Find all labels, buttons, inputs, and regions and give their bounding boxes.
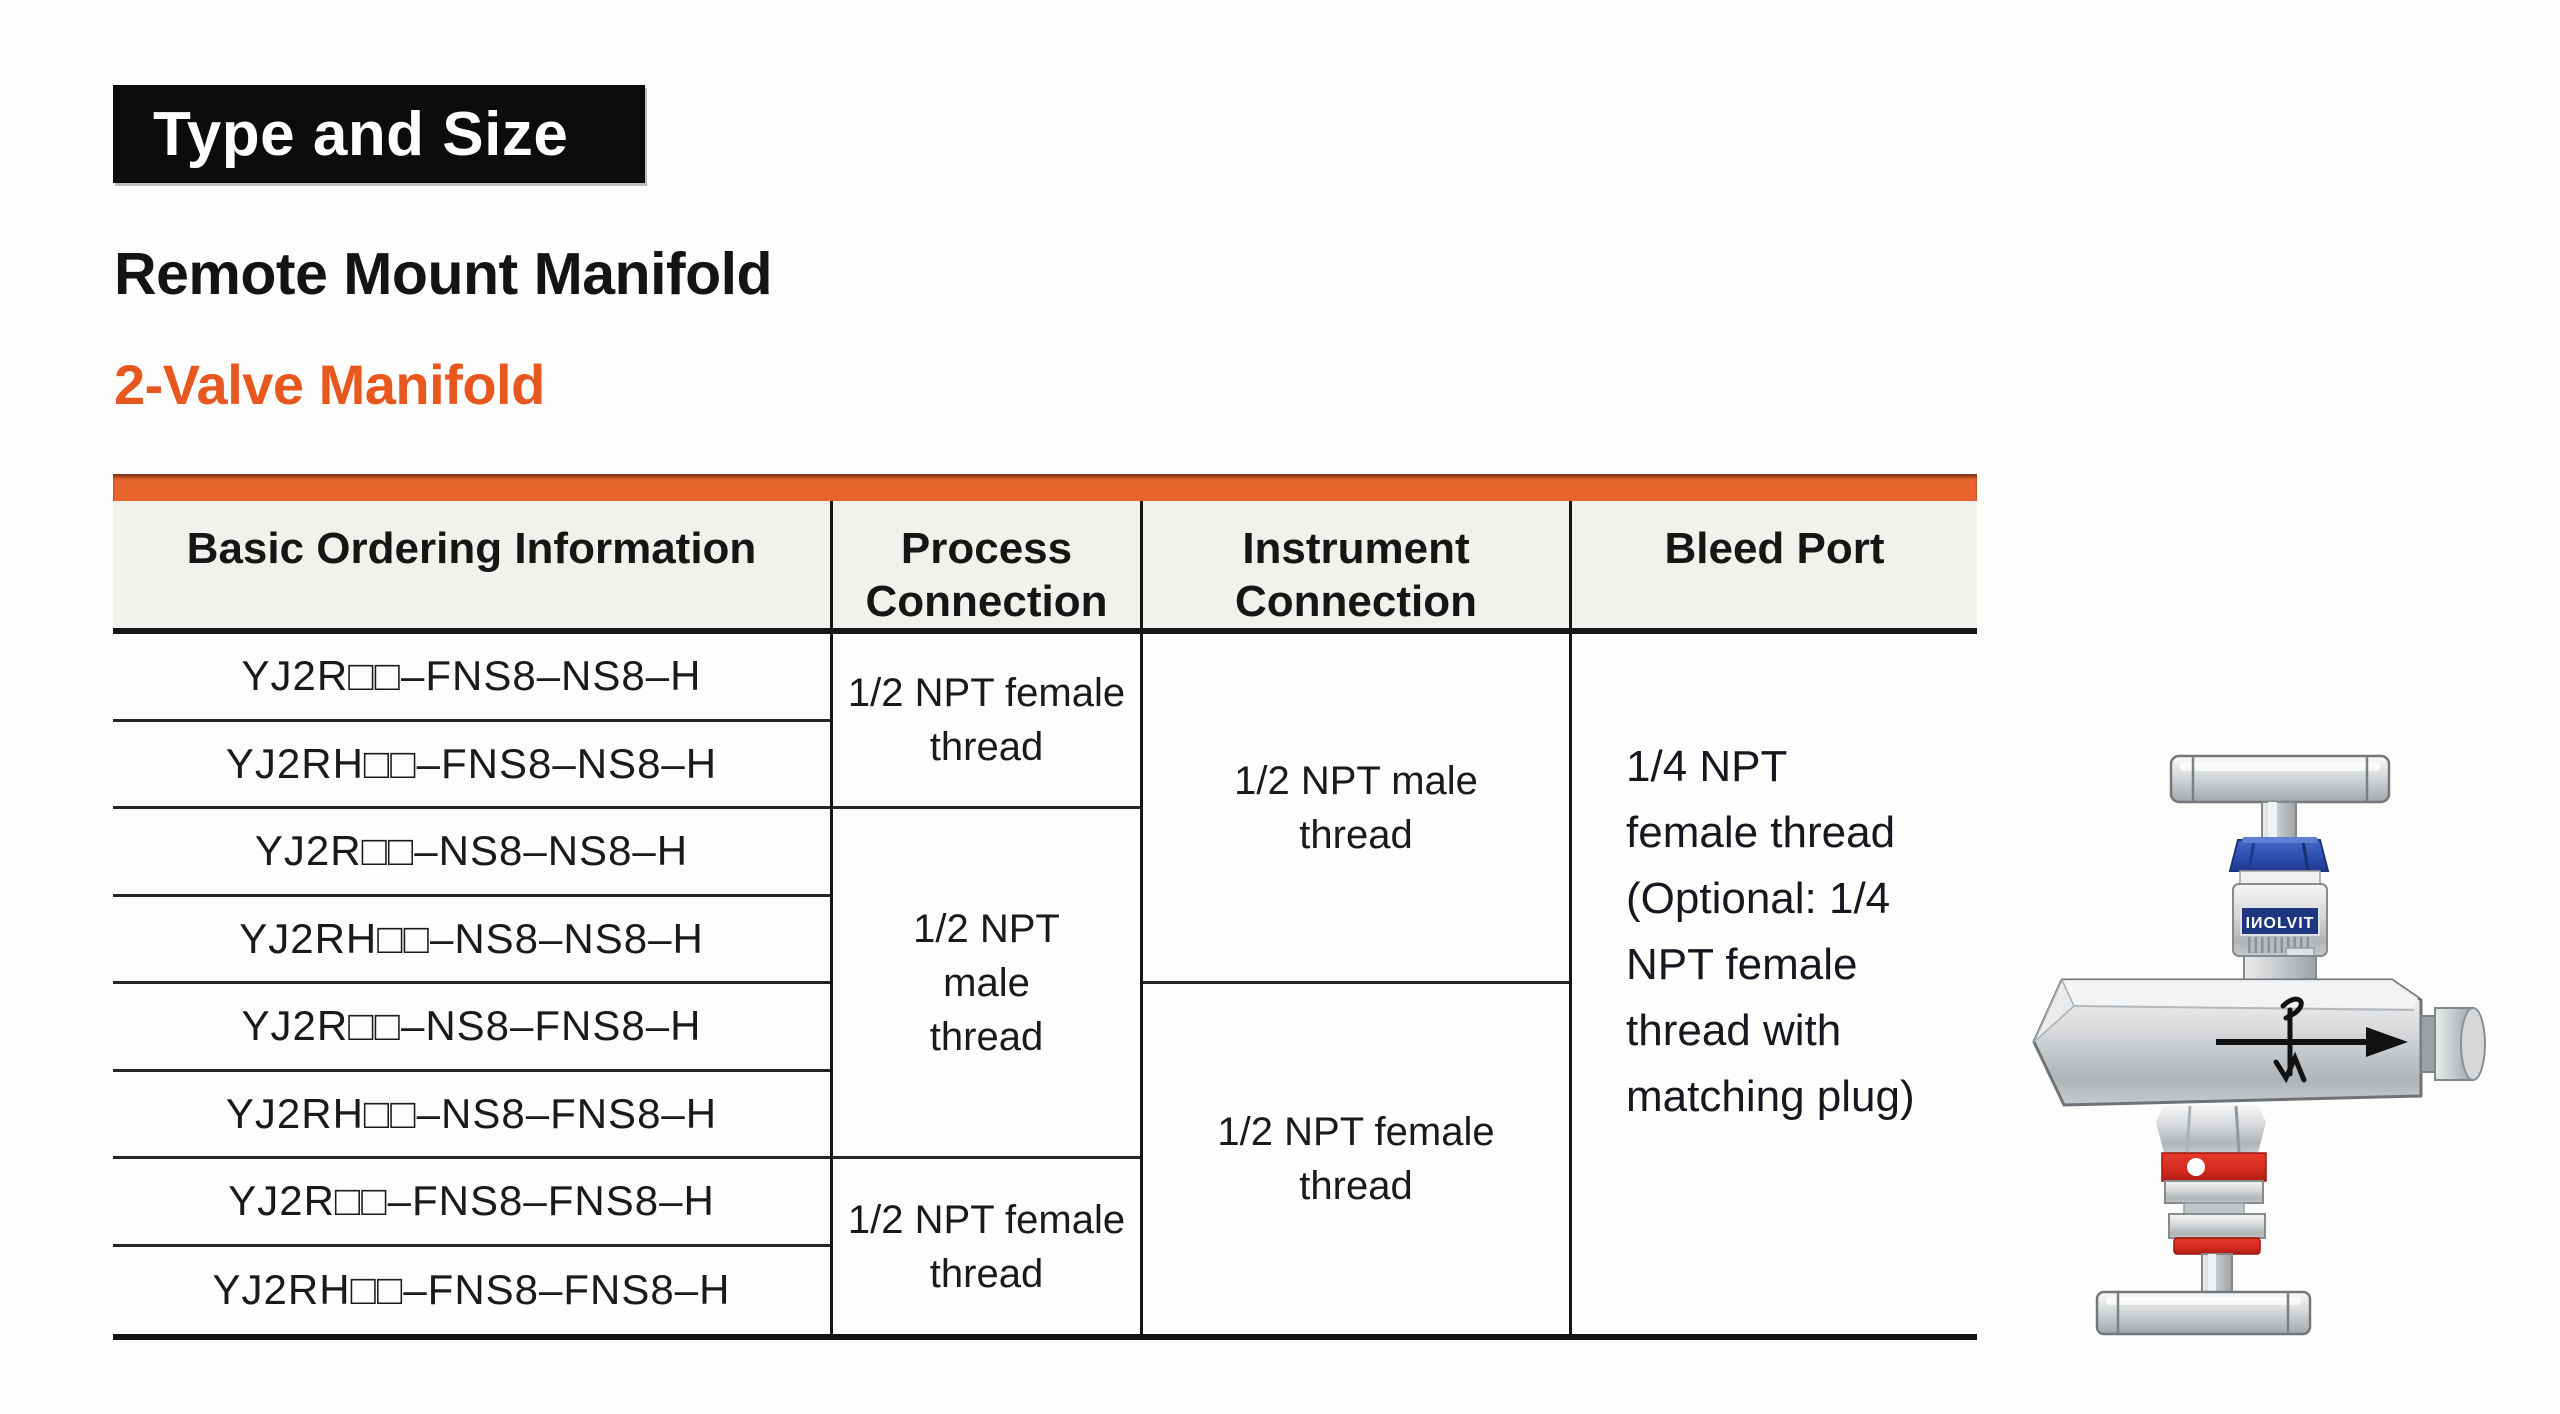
section-tag: Type and Size — [113, 85, 645, 183]
seal-ring-upper — [2161, 1152, 2267, 1182]
spec-table: Basic Ordering Information Process Conne… — [113, 474, 1977, 1342]
order-code-cell: YJ2R□□–FNS8–FNS8–H — [113, 1159, 830, 1247]
bleed-port-column: 1/4 NPT female thread (Optional: 1/4 NPT… — [1569, 634, 1977, 1334]
body-engraving-mark — [2273, 996, 2307, 1084]
bonnet-neck — [2243, 955, 2317, 983]
instrument-connection-column: 1/2 NPT male thread 1/2 NPT female threa… — [1140, 634, 1569, 1334]
instrument-connection-cell: 1/2 NPT male thread — [1143, 634, 1569, 984]
column-header-process-connection: Process Connection — [830, 501, 1140, 628]
bonnet-body: IИOLVIT — [2232, 883, 2328, 957]
column-header-basic-ordering: Basic Ordering Information — [186, 524, 757, 573]
manifold-illustration: IИOLVIT — [2032, 754, 2486, 1336]
vent-hole — [2187, 1158, 2205, 1176]
column-header-instrument-connection: Instrument Connection — [1140, 501, 1569, 628]
t-handle-bottom — [2095, 1290, 2312, 1336]
ordering-column: YJ2R□□–FNS8–NS8–H YJ2RH□□–FNS8–NS8–H YJ2… — [113, 634, 830, 1334]
instrument-connection-cell: 1/2 NPT female thread — [1217, 1110, 1495, 1208]
bonnet-nut — [2228, 837, 2330, 872]
manifold-body — [2032, 978, 2423, 1107]
table-bottom-border — [113, 1334, 1977, 1340]
process-connection-column: 1/2 NPT female thread 1/2 NPT male threa… — [830, 634, 1140, 1334]
order-code-cell: YJ2R□□–NS8–NS8–H — [113, 809, 830, 897]
table-accent-bar — [113, 474, 1977, 501]
order-code-cell: YJ2RH□□–FNS8–NS8–H — [113, 722, 830, 809]
order-code-cell: YJ2R□□–FNS8–NS8–H — [113, 634, 830, 722]
column-header-bleed-port: Bleed Port — [1569, 501, 1977, 628]
product-heading: 2-Valve Manifold — [114, 353, 545, 416]
valve-spindle — [2261, 801, 2297, 843]
section-tag-label: Type and Size — [153, 99, 569, 169]
process-connection-cell: 1/2 NPT male thread — [833, 809, 1140, 1159]
process-connection-cell: 1/2 NPT female thread — [847, 1197, 1126, 1296]
brand-label: IИOLVIT — [2246, 915, 2315, 932]
order-code-cell: YJ2R□□–NS8–FNS8–H — [113, 984, 830, 1072]
seal-ring-lower — [2173, 1237, 2261, 1255]
page-title: Remote Mount Manifold — [114, 241, 773, 307]
table-header-row: Basic Ordering Information Process Conne… — [113, 501, 1977, 634]
order-code-cell: YJ2RH□□–NS8–FNS8–H — [113, 1072, 830, 1159]
process-connection-cell: 1/2 NPT female thread — [833, 634, 1140, 809]
vent-stack — [2156, 1105, 2267, 1293]
order-code-cell: YJ2RH□□–NS8–NS8–H — [113, 897, 830, 984]
flow-direction-arrow-icon — [2216, 1027, 2408, 1057]
bleed-port-cell: 1/4 NPT female thread (Optional: 1/4 NPT… — [1626, 742, 1915, 1121]
outlet-port — [2420, 1007, 2486, 1081]
bonnet-collar — [2239, 870, 2321, 885]
order-code-cell: YJ2RH□□–FNS8–FNS8–H — [212, 1266, 731, 1314]
t-handle-top — [2169, 754, 2391, 804]
brand-label-plate — [2240, 906, 2320, 936]
